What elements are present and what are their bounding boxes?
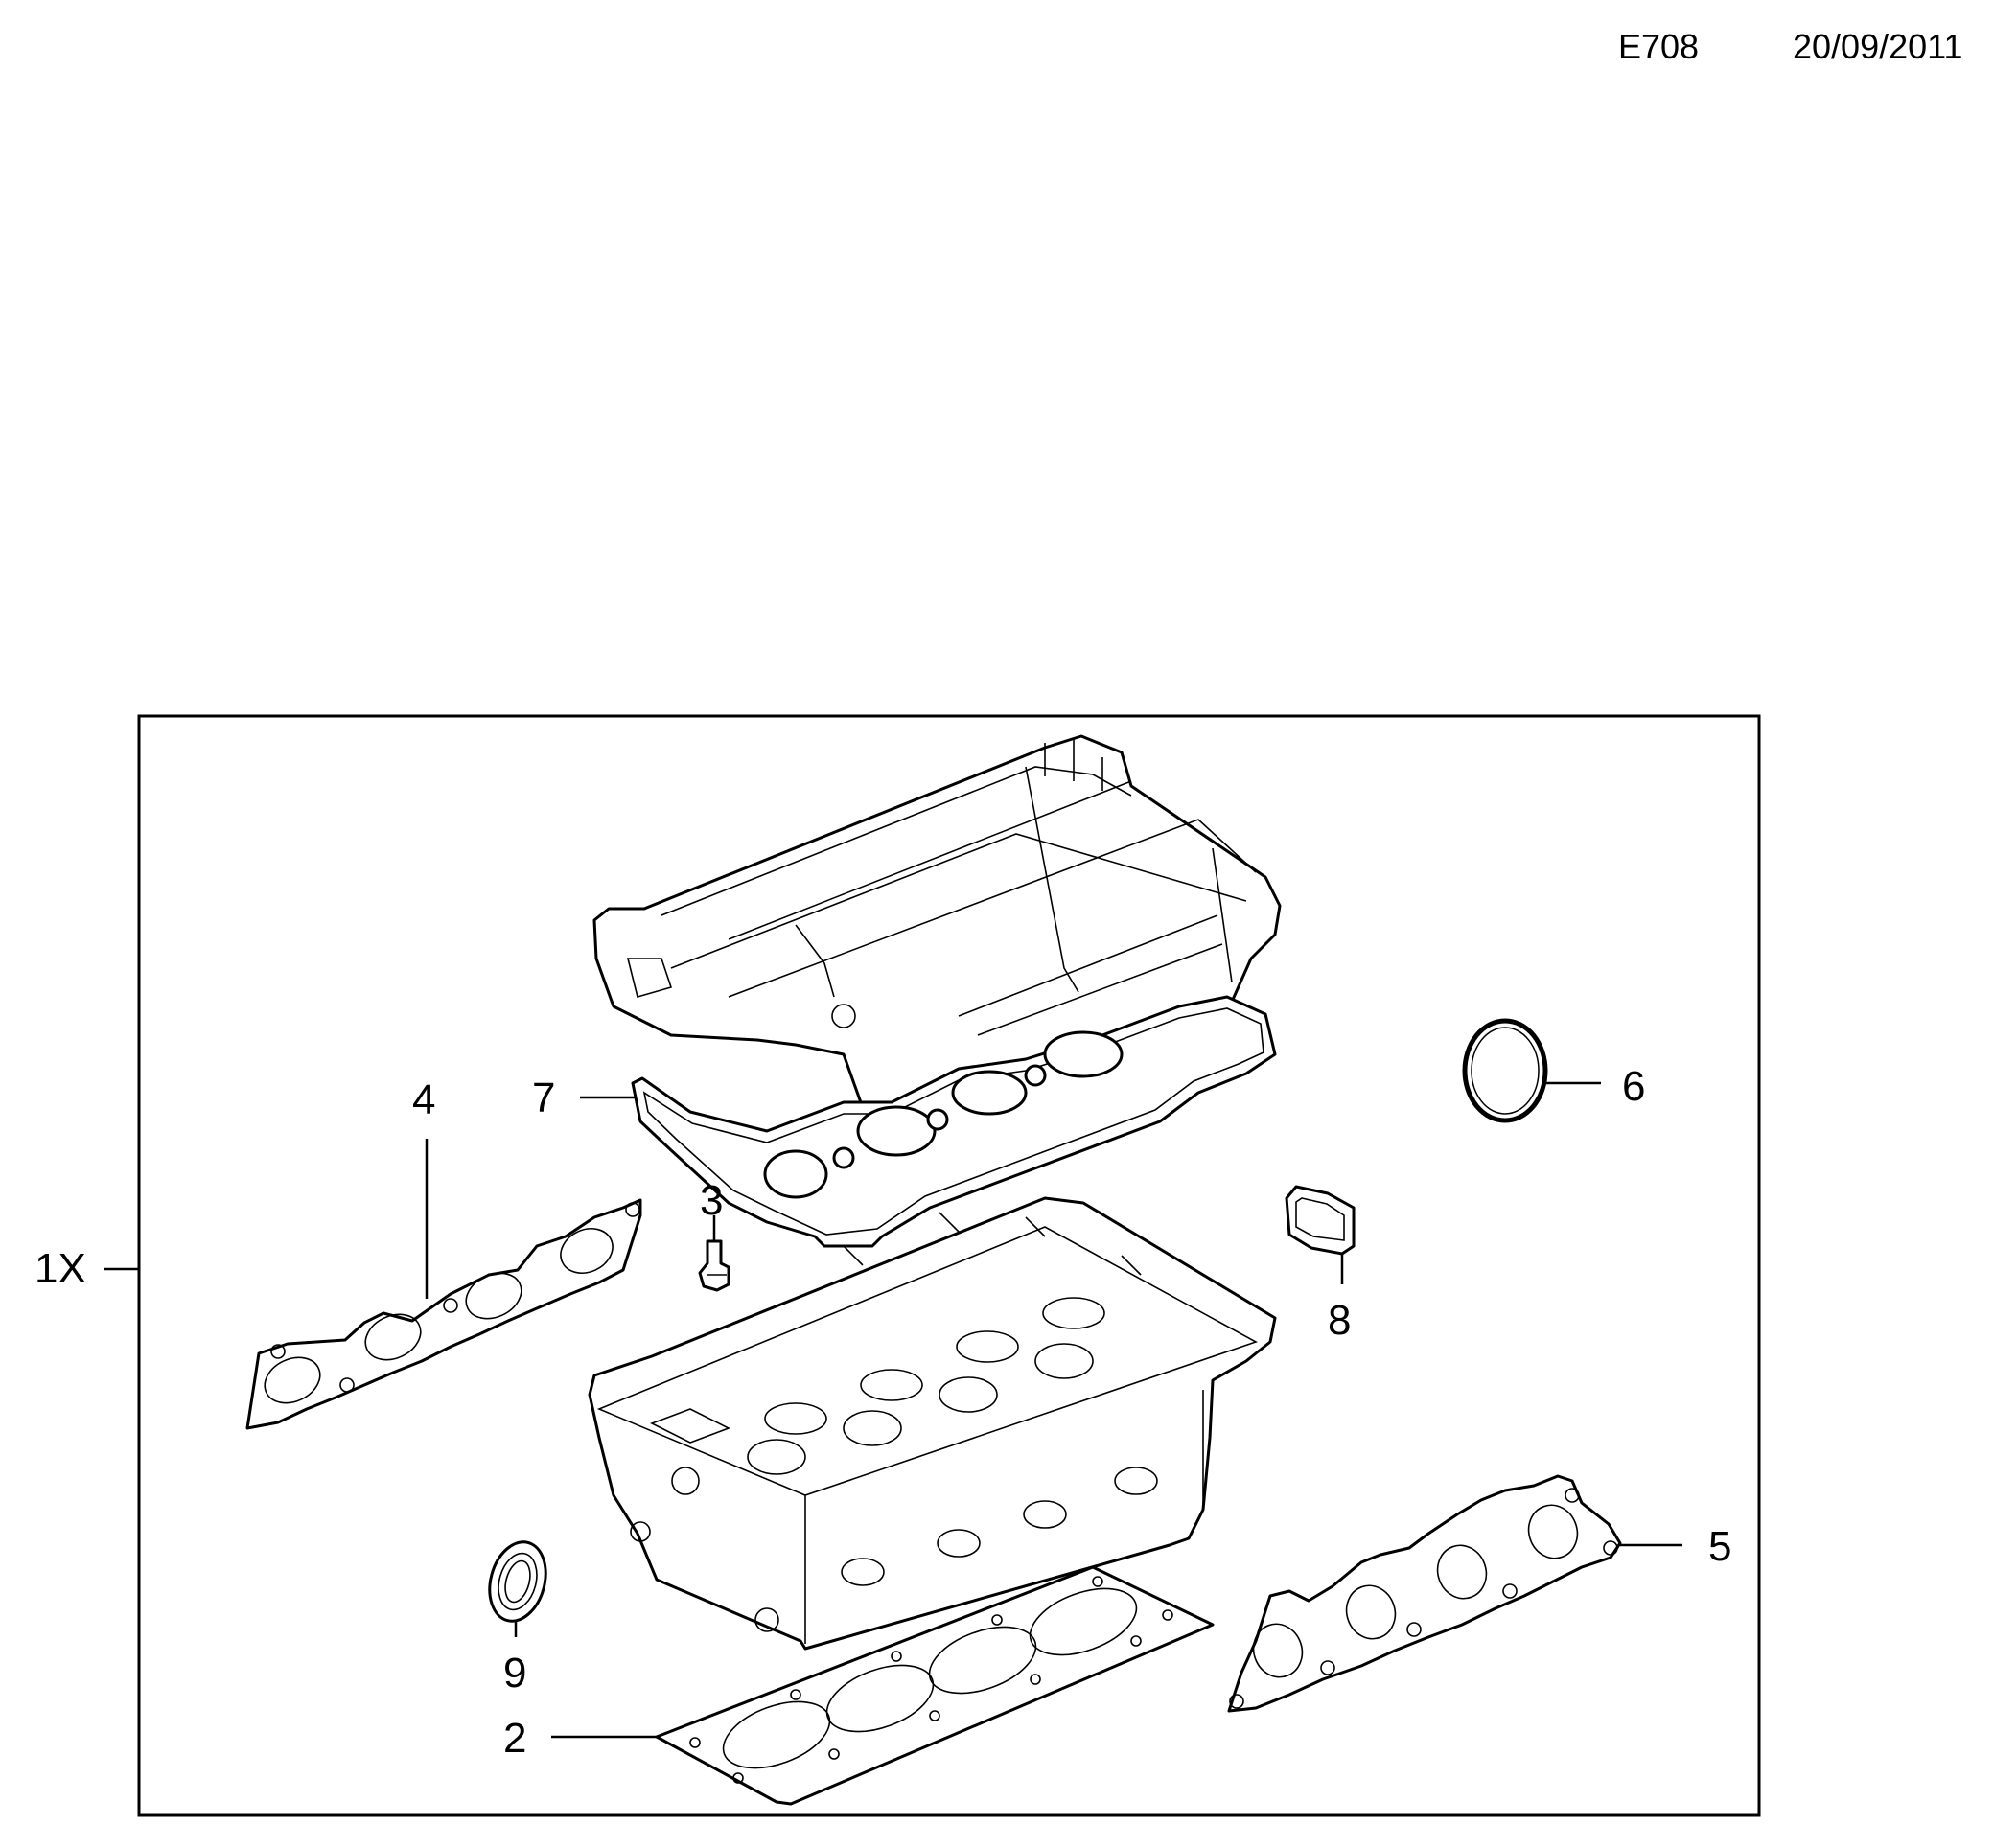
kit-frame	[137, 714, 1761, 1817]
callout-5[interactable]: 5	[1708, 1523, 1731, 1570]
manifold-gasket-left	[245, 1198, 642, 1430]
callout-8[interactable]: 8	[1328, 1297, 1351, 1344]
callout-1x[interactable]: 1X	[35, 1245, 86, 1292]
callout-9[interactable]: 9	[503, 1650, 526, 1697]
callout-7[interactable]: 7	[532, 1074, 555, 1121]
callout-6[interactable]: 6	[1622, 1063, 1645, 1110]
cylinder-head	[588, 1196, 1277, 1651]
diagram-code: E708	[1618, 27, 1700, 66]
valve-stem-seal	[698, 1239, 730, 1292]
shaft-seal	[488, 1540, 547, 1623]
callout-3[interactable]: 3	[700, 1177, 723, 1224]
o-ring	[1462, 1018, 1548, 1123]
valve-cover-gasket	[631, 995, 1277, 1248]
callout-4[interactable]: 4	[412, 1076, 435, 1123]
head-gasket	[655, 1565, 1215, 1806]
diagram-date: 20/09/2011	[1793, 27, 1963, 66]
callout-2[interactable]: 2	[503, 1715, 526, 1762]
manifold-gasket-right	[1227, 1474, 1622, 1713]
rectangular-seal	[1285, 1185, 1356, 1256]
